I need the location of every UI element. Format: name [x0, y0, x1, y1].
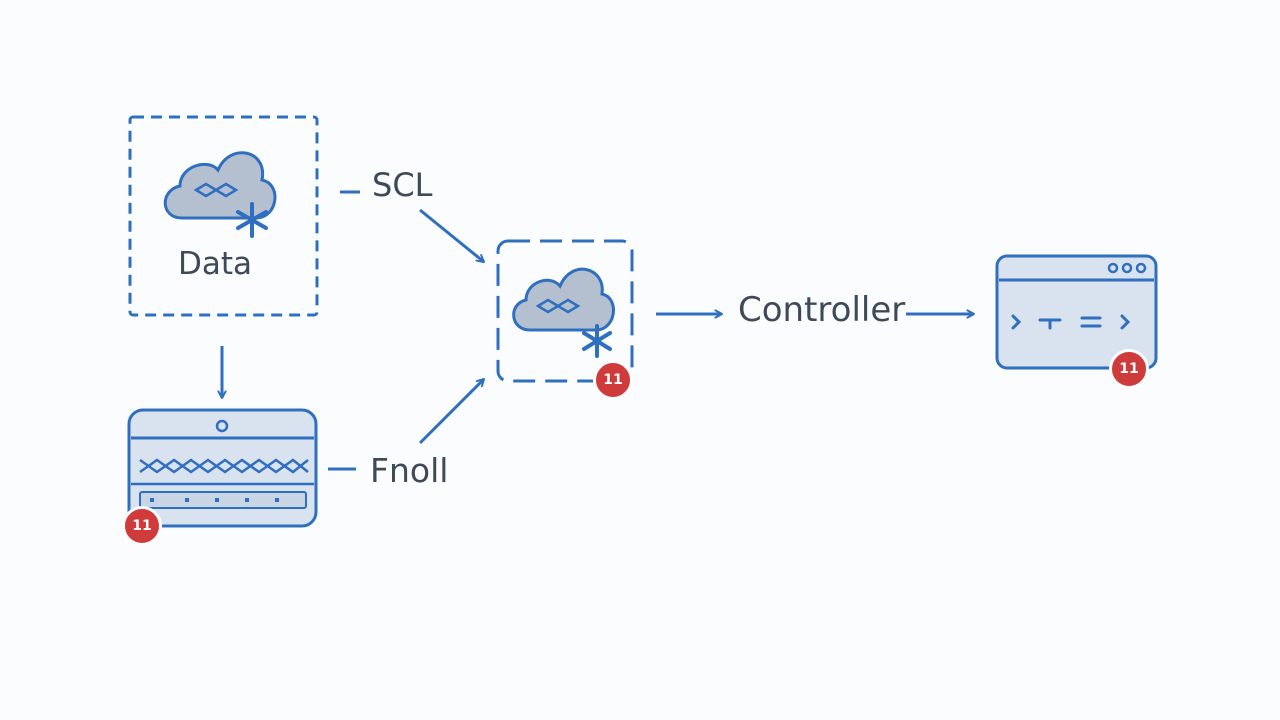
connector-fnoll: [328, 377, 486, 471]
terminal-glyphs-icon: [1011, 314, 1131, 330]
controller-edge-label: Controller: [738, 290, 906, 330]
hub-node[interactable]: [496, 239, 634, 383]
server-node[interactable]: [127, 408, 318, 528]
data-node-label: Data: [178, 246, 253, 282]
asterisk-icon: [236, 202, 268, 238]
browser-notification-badge[interactable]: 11: [1109, 349, 1149, 389]
cloud-icon: [512, 267, 615, 332]
server-notification-badge[interactable]: 11: [122, 506, 162, 546]
data-node[interactable]: [128, 115, 319, 317]
cloud-icon: [163, 151, 277, 220]
scl-edge-label: SCL: [372, 166, 433, 204]
hub-notification-badge[interactable]: 11: [593, 360, 633, 400]
asterisk-icon: [582, 324, 612, 358]
window-controls-icon: [1107, 262, 1147, 274]
fnoll-edge-label: Fnoll: [370, 451, 449, 490]
connector-scl: [340, 190, 484, 264]
browser-window-node[interactable]: [995, 254, 1158, 370]
